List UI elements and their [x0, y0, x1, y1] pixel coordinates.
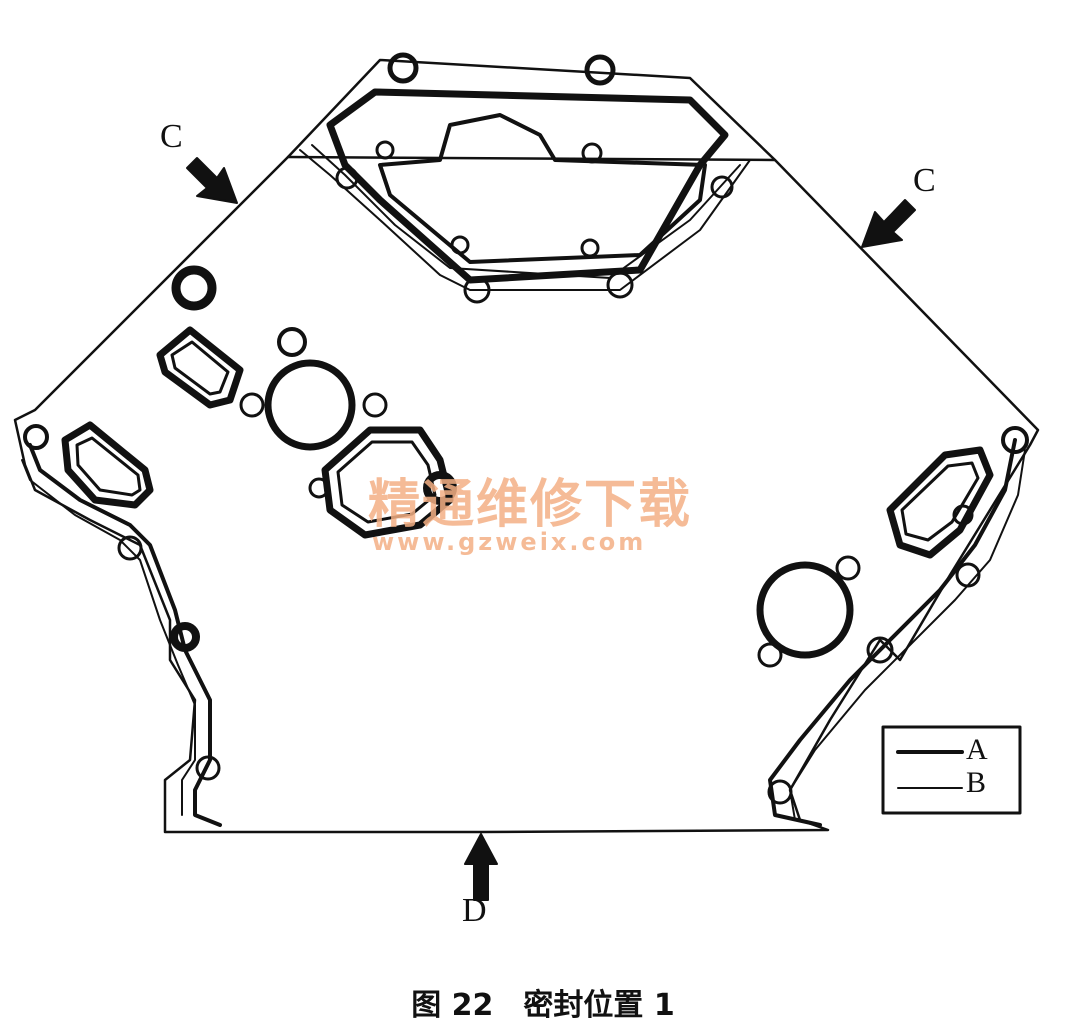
seal-ring	[423, 471, 457, 505]
bolt-hole	[335, 166, 359, 190]
bolt-hole	[239, 392, 265, 418]
label-d: D	[462, 892, 487, 929]
bolt-hole	[606, 271, 634, 299]
bolt-hole	[955, 562, 981, 588]
legend-label-b: B	[966, 766, 987, 799]
arrow-d-icon	[464, 833, 498, 901]
bolt-hole	[387, 52, 419, 84]
bolt-hole	[866, 636, 894, 664]
bolt-hole	[375, 140, 395, 160]
bolt-hole	[581, 142, 603, 164]
cover-outline	[13, 58, 1040, 834]
bolt-hole	[450, 235, 470, 255]
bolt-hole	[757, 642, 783, 668]
left-rect-gasket-inner	[75, 436, 142, 497]
top-window-gasket-trace-2	[311, 144, 741, 279]
bolt-hole	[584, 54, 616, 86]
legend-label-a: A	[966, 733, 988, 766]
right-channel-trace	[789, 449, 1026, 821]
bolt-hole	[835, 555, 861, 581]
bolt-hole	[23, 424, 49, 450]
legend-box	[881, 725, 1022, 815]
bolt-hole	[308, 477, 330, 499]
label-c-left: C	[160, 118, 183, 155]
bolt-hole	[1001, 426, 1029, 454]
round-seal	[756, 561, 854, 659]
bolt-hole	[710, 175, 734, 199]
top-window-gasket-outer	[326, 88, 729, 284]
top-window-gasket-trace	[299, 149, 751, 291]
round-seal	[264, 359, 356, 451]
seal-ring	[171, 265, 217, 311]
left-rect-gasket	[61, 421, 154, 509]
top-divider	[286, 155, 777, 162]
bolt-hole	[580, 238, 600, 258]
bolt-hole	[362, 392, 388, 418]
right-channel	[768, 438, 1017, 827]
arrow-c-right-icon	[861, 199, 916, 248]
bolt-hole	[463, 276, 491, 304]
rect-gasket	[156, 326, 244, 409]
bolt-hole	[170, 622, 200, 652]
bolt-hole	[767, 779, 793, 805]
rect-gasket-inner	[170, 340, 230, 396]
right-rect-gasket-inner	[900, 461, 980, 542]
watermark-text: 精通维修下载	[368, 475, 693, 535]
arrow-c-left-icon	[186, 157, 238, 204]
bolt-hole	[952, 504, 974, 526]
bolt-hole	[195, 755, 221, 781]
label-c-right: C	[913, 162, 936, 199]
bolt-hole	[117, 535, 143, 561]
figure-caption: 图 22 密封位置 1	[411, 988, 675, 1023]
bolt-hole	[277, 327, 307, 357]
oval-gasket-inner	[336, 440, 437, 524]
left-channel-trace	[21, 459, 196, 816]
right-rect-gasket	[886, 446, 994, 559]
watermark-url: www.gzweix.com	[372, 528, 647, 556]
